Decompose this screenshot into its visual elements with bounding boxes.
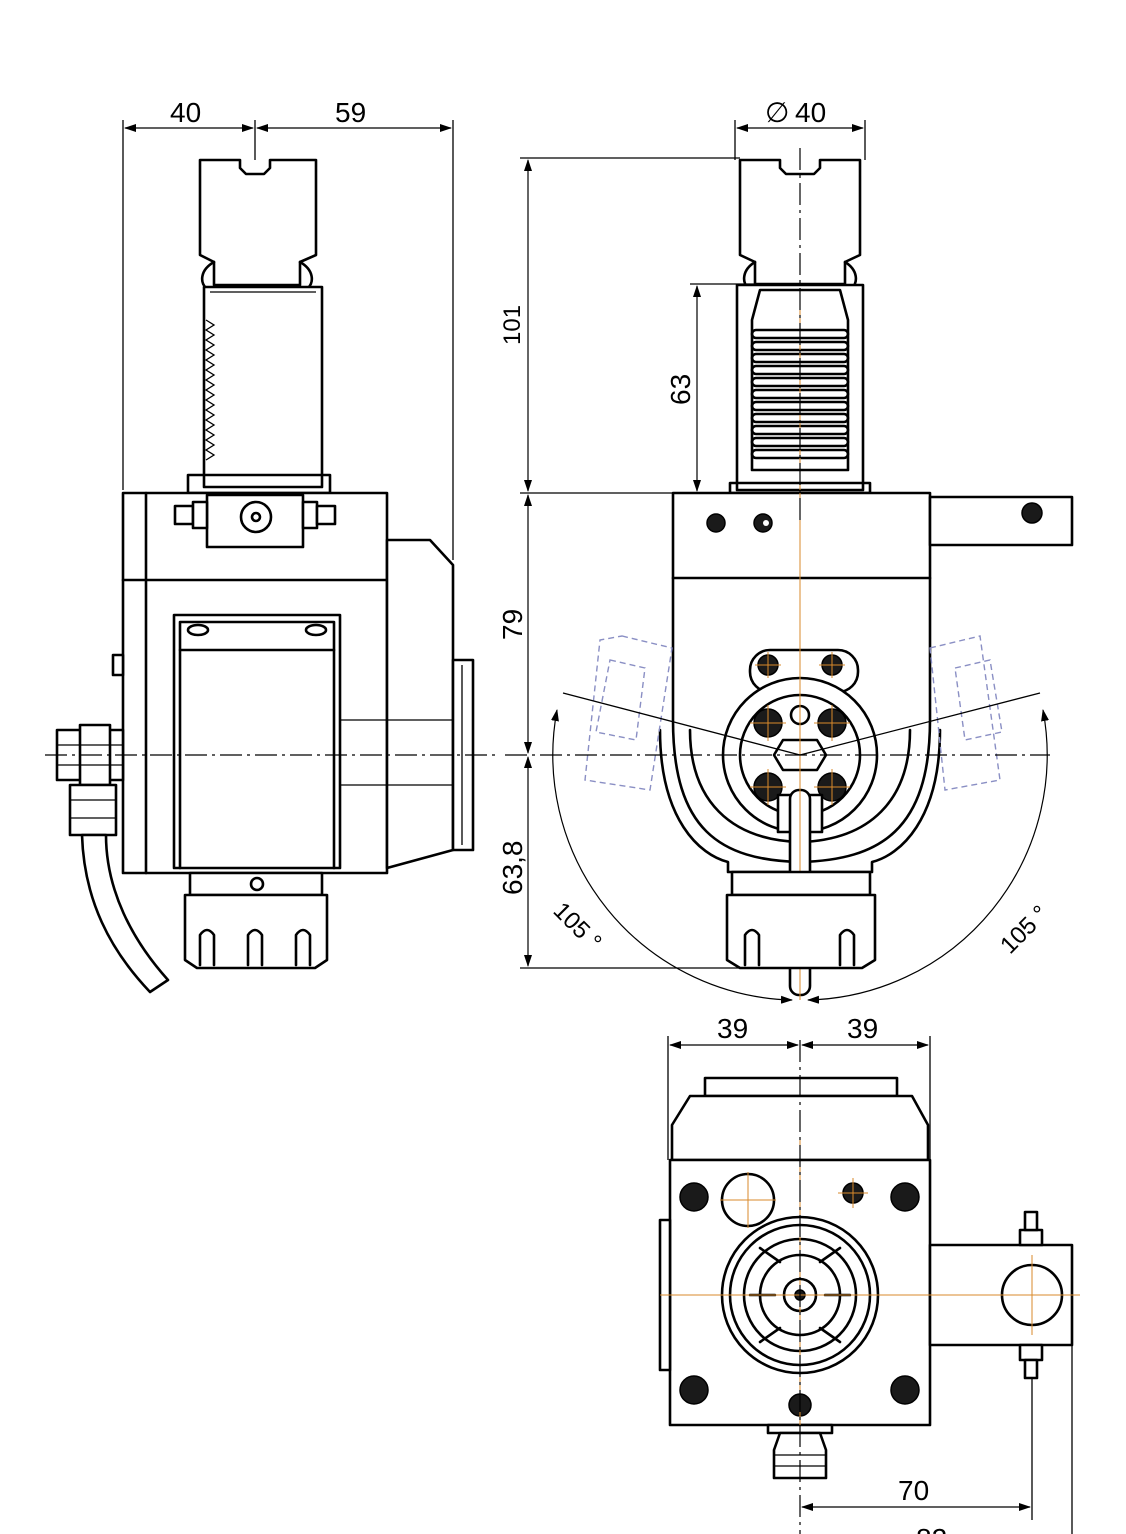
dim-front-diameter-40: 40 (795, 97, 826, 128)
dim-height-101: 101 (499, 305, 526, 345)
dim-height-63-8: 63,8 (497, 841, 528, 896)
bottom-view: 39 39 (658, 1013, 1080, 1534)
dim-side-40: 40 (170, 97, 201, 128)
dim-angle-right-105: 105 ° (995, 900, 1054, 959)
dim-offset-82: 82 (916, 1523, 947, 1534)
dim-bottom-39-right: 39 (847, 1013, 878, 1044)
dim-diameter-symbol: ∅ (765, 97, 789, 128)
dim-bottom-39-left: 39 (717, 1013, 748, 1044)
side-view: 40 59 (45, 97, 500, 994)
dim-angle-left-105: 105 ° (548, 897, 607, 956)
dim-shank-63: 63 (665, 374, 696, 405)
dim-height-79: 79 (497, 609, 528, 640)
front-view: ∅ 40 101 79 63,8 63 (497, 97, 1074, 1004)
dim-side-59: 59 (335, 97, 366, 128)
dim-offset-70: 70 (898, 1475, 929, 1506)
